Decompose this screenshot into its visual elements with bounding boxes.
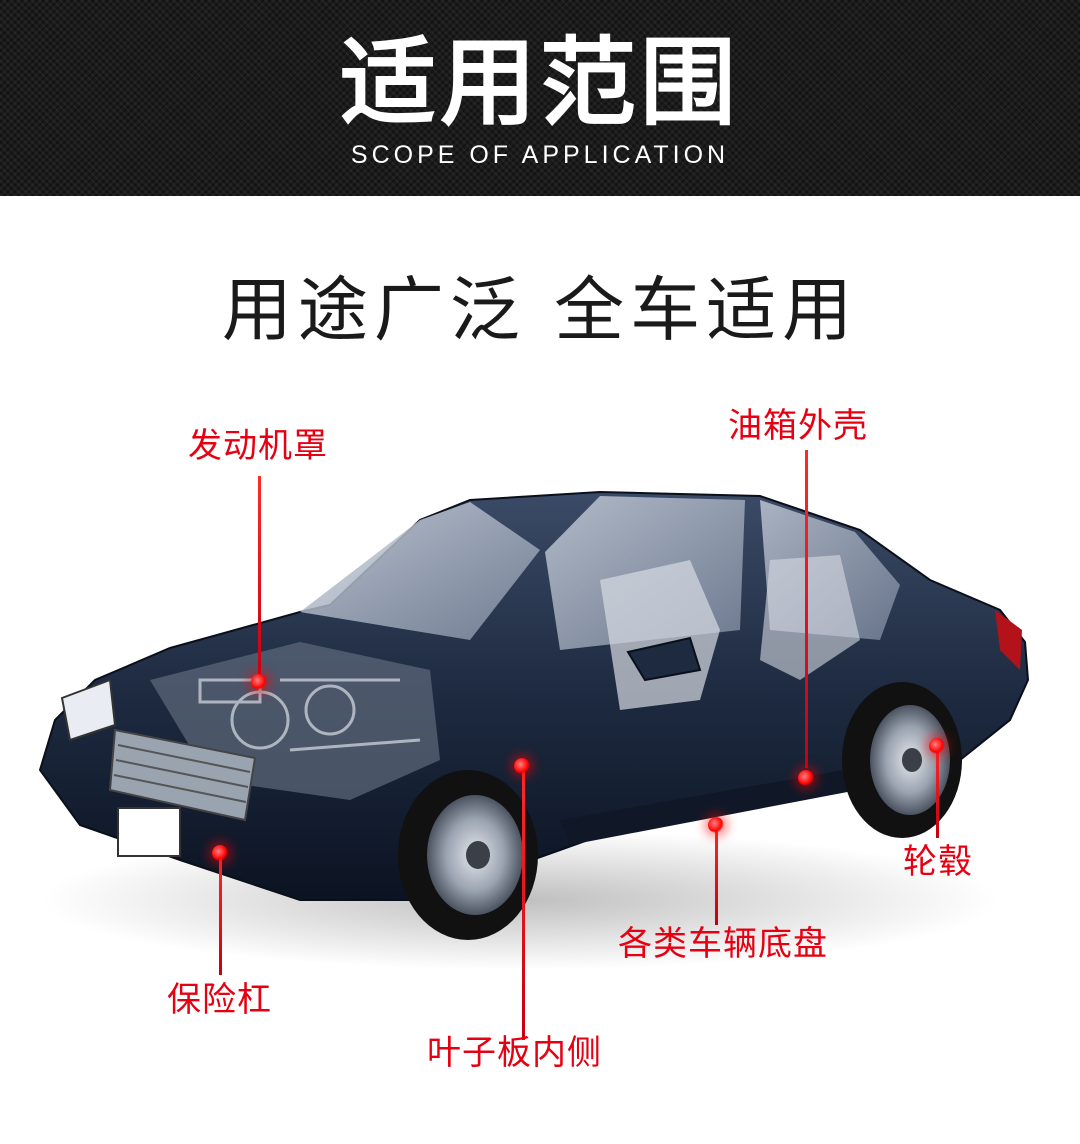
side-mirror xyxy=(626,636,702,682)
header-banner: 适用范围 SCOPE OF APPLICATION xyxy=(0,0,1080,196)
hotspot-wheel-hub xyxy=(929,738,945,754)
label-hood: 发动机罩 xyxy=(188,426,328,466)
label-chassis: 各类车辆底盘 xyxy=(618,924,828,964)
rocker-panel xyxy=(560,760,910,845)
headline: 用途广泛 全车适用 xyxy=(221,269,859,351)
hotspot-chassis xyxy=(708,817,724,833)
front-wheel xyxy=(398,770,538,940)
car-illustration-area: 发动机罩 油箱外壳 轮毂 各类车辆底盘 保险杠 叶子板内侧 xyxy=(0,380,1080,1144)
leader-line-fender xyxy=(522,770,525,1040)
headlight xyxy=(60,678,117,742)
license-plate xyxy=(117,807,181,857)
section-title: 适用范围 xyxy=(340,27,740,139)
leader-line-bumper xyxy=(219,855,222,975)
rear-wheel xyxy=(842,682,962,838)
engine-parts xyxy=(198,678,421,752)
interior-seat-rear xyxy=(760,555,860,680)
section-subtitle: SCOPE OF APPLICATION xyxy=(350,141,730,169)
hotspot-fuel-tank xyxy=(798,770,814,786)
leader-line-hood xyxy=(258,476,261,682)
car-illustration xyxy=(38,490,1030,970)
leader-line-fuel-tank xyxy=(805,450,808,768)
front-grille xyxy=(108,728,257,822)
label-wheel-hub: 轮毂 xyxy=(903,842,973,882)
hotspot-hood xyxy=(251,674,267,690)
hotspot-bumper xyxy=(212,845,228,861)
leader-line-chassis xyxy=(715,825,718,925)
leader-line-wheel-hub xyxy=(936,746,939,838)
windshield xyxy=(300,502,540,640)
label-fuel-tank: 油箱外壳 xyxy=(728,406,868,446)
tail-light xyxy=(995,610,1022,670)
label-fender-inner: 叶子板内侧 xyxy=(427,1033,602,1073)
label-bumper: 保险杠 xyxy=(167,980,272,1020)
hotspot-fender xyxy=(514,758,530,774)
